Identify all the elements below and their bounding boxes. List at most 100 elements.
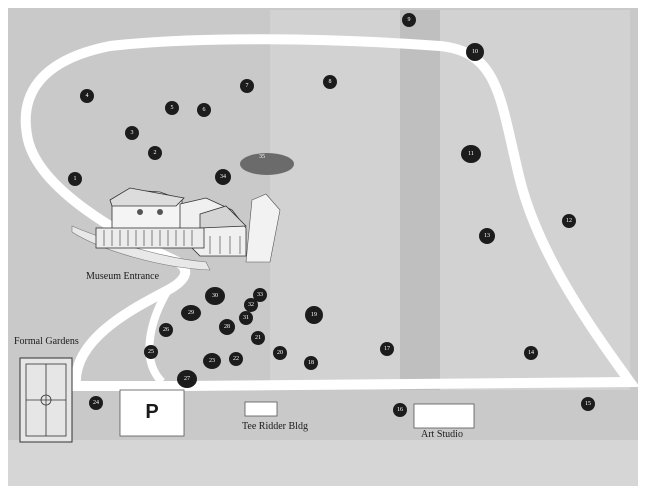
sculpture-marker-15: 15 xyxy=(581,397,595,411)
marker-number: 24 xyxy=(93,400,99,406)
marker-dot xyxy=(273,346,287,360)
marker-number: 16 xyxy=(397,407,403,413)
marker-number: 2 xyxy=(154,150,157,156)
loop-road xyxy=(20,34,640,391)
art-studio-label: Art Studio xyxy=(421,429,463,440)
marker-number: 12 xyxy=(566,218,572,224)
marker-number: 29 xyxy=(188,310,194,316)
marker-number: 19 xyxy=(311,312,317,318)
marker-dot xyxy=(159,323,173,337)
sculpture-marker-5: 5 xyxy=(165,101,179,115)
marker-dot xyxy=(144,345,158,359)
marker-dot xyxy=(203,353,221,369)
lawn-shading xyxy=(270,10,630,390)
marker-number: 8 xyxy=(329,79,332,85)
marker-dot xyxy=(89,396,103,410)
sculpture-marker-7: 7 xyxy=(240,79,254,93)
formal-gardens-plan xyxy=(19,357,73,443)
marker-dot xyxy=(253,288,267,302)
marker-number: 35 xyxy=(259,154,265,160)
marker-number: 31 xyxy=(243,315,249,321)
sculpture-marker-28: 28 xyxy=(219,319,235,335)
marker-dot xyxy=(239,311,253,325)
marker-dot xyxy=(215,169,231,185)
sculpture-marker-16: 16 xyxy=(393,403,407,417)
marker-number: 13 xyxy=(484,233,490,239)
sculpture-marker-17: 17 xyxy=(380,342,394,356)
marker-number: 9 xyxy=(408,17,411,23)
marker-number: 7 xyxy=(246,83,249,89)
tee-ridder-label: Tee Ridder Bldg xyxy=(242,421,308,432)
sculpture-marker-2: 2 xyxy=(148,146,162,160)
sculpture-marker-26: 26 xyxy=(159,323,173,337)
marker-dot xyxy=(148,146,162,160)
marker-dot xyxy=(323,75,337,89)
sculpture-marker-11: 11 xyxy=(461,145,481,163)
marker-dot xyxy=(125,126,139,140)
marker-dot xyxy=(177,370,197,388)
art-studio-building xyxy=(413,403,475,429)
formal-gardens-label: Formal Gardens xyxy=(14,336,79,347)
marker-dot xyxy=(244,298,258,312)
marker-number: 17 xyxy=(384,346,390,352)
pond xyxy=(240,153,294,175)
sculpture-marker-32: 32 xyxy=(244,298,258,312)
marker-number: 30 xyxy=(212,293,218,299)
sculpture-marker-35: 35 xyxy=(259,154,265,160)
marker-dot xyxy=(461,145,481,163)
marker-dot xyxy=(251,331,265,345)
sculpture-marker-20: 20 xyxy=(273,346,287,360)
marker-dot xyxy=(380,342,394,356)
marker-dot xyxy=(219,319,235,335)
sculpture-marker-10: 10 xyxy=(466,43,484,61)
sculpture-marker-18: 18 xyxy=(304,356,318,370)
lawn-shading-2 xyxy=(400,10,440,390)
marker-number: 21 xyxy=(255,335,261,341)
marker-dot xyxy=(80,89,94,103)
marker-dot xyxy=(479,228,495,244)
marker-dot xyxy=(304,356,318,370)
sculpture-marker-9: 9 xyxy=(402,13,416,27)
museum-building xyxy=(71,187,281,271)
marker-number: 27 xyxy=(184,376,190,382)
sculpture-marker-12: 12 xyxy=(562,214,576,228)
marker-number: 1 xyxy=(74,176,77,182)
marker-number: 26 xyxy=(163,327,169,333)
marker-dot xyxy=(165,101,179,115)
marker-dot xyxy=(240,79,254,93)
sculpture-marker-19: 19 xyxy=(305,306,323,324)
tee-ridder-building xyxy=(244,401,278,417)
marker-dot xyxy=(205,287,225,305)
bottom-strip xyxy=(8,440,638,486)
marker-number: 22 xyxy=(233,356,239,362)
museum-entrance-label: Museum Entrance xyxy=(86,271,160,282)
sculpture-marker-30: 30 xyxy=(205,287,225,305)
marker-dot xyxy=(466,43,484,61)
marker-dot xyxy=(181,305,201,321)
sculpture-marker-4: 4 xyxy=(80,89,94,103)
entrance-road xyxy=(70,257,191,391)
sculpture-marker-33: 33 xyxy=(253,288,267,302)
sculpture-marker-14: 14 xyxy=(524,346,538,360)
tree xyxy=(245,193,281,263)
sculpture-marker-1: 1 xyxy=(68,172,82,186)
marker-number: 33 xyxy=(257,292,263,298)
marker-dot xyxy=(581,397,595,411)
marker-number: 11 xyxy=(468,151,474,157)
sculpture-marker-3: 3 xyxy=(125,126,139,140)
marker-number: 18 xyxy=(308,360,314,366)
sculpture-marker-29: 29 xyxy=(181,305,201,321)
marker-number: 10 xyxy=(472,49,478,55)
marker-dot xyxy=(68,172,82,186)
marker-dot xyxy=(524,346,538,360)
sculpture-marker-34: 34 xyxy=(215,169,231,185)
marker-number: 25 xyxy=(148,349,154,355)
sculpture-marker-31: 31 xyxy=(239,311,253,325)
parking-lot xyxy=(119,389,185,437)
marker-dot xyxy=(393,403,407,417)
sculpture-marker-8: 8 xyxy=(323,75,337,89)
marker-number: 15 xyxy=(585,401,591,407)
marker-number: 23 xyxy=(209,358,215,364)
